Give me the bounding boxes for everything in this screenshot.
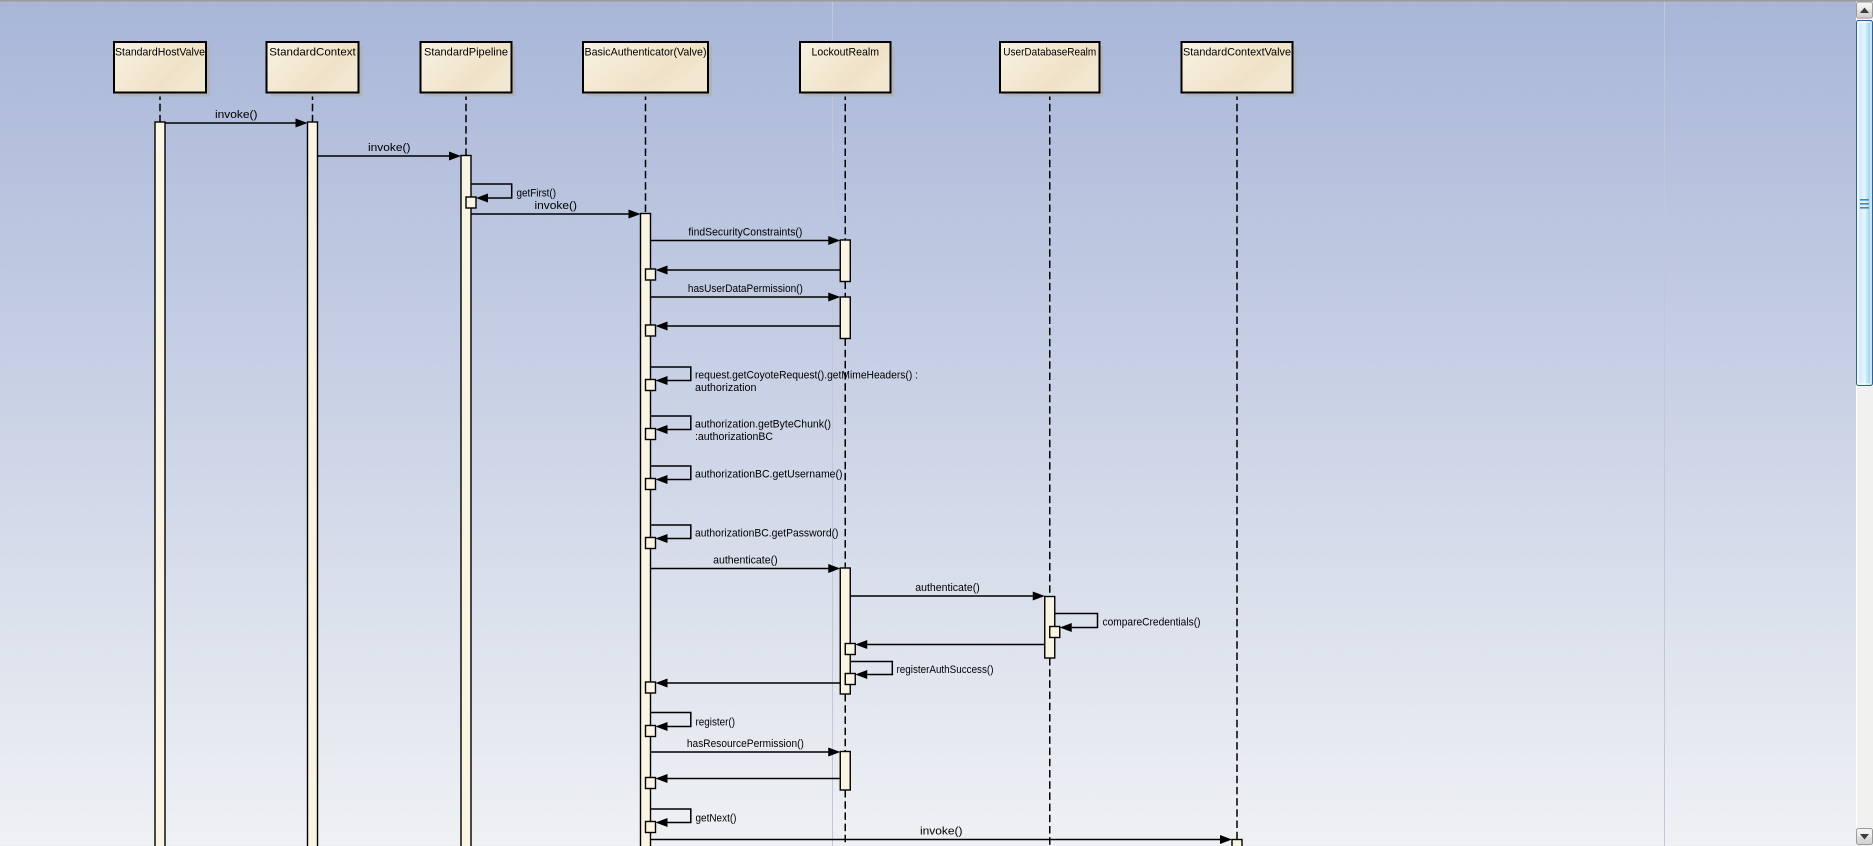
svg-text:BasicAuthenticator(Valve): BasicAuthenticator(Valve)	[585, 47, 707, 59]
svg-text:request.getCoyoteRequest().get: request.getCoyoteRequest().getMimeHeader…	[695, 370, 918, 382]
svg-text:invoke(): invoke()	[535, 200, 578, 212]
svg-text:authorization: authorization	[695, 382, 757, 394]
svg-text:invoke(): invoke()	[920, 826, 963, 838]
svg-text:UserDatabaseRealm: UserDatabaseRealm	[1003, 47, 1096, 59]
svg-text:StandardContextValve: StandardContextValve	[1183, 47, 1291, 59]
svg-text:compareCredentials(): compareCredentials()	[1103, 617, 1201, 629]
svg-text:invoke(): invoke()	[215, 109, 258, 121]
svg-text:invoke(): invoke()	[368, 142, 411, 154]
svg-text:LockoutRealm: LockoutRealm	[812, 47, 880, 59]
svg-text:hasUserDataPermission(): hasUserDataPermission()	[688, 283, 803, 295]
svg-text:register(): register()	[696, 717, 736, 729]
svg-text:getNext(): getNext()	[696, 813, 737, 825]
svg-text::authorizationBC: :authorizationBC	[695, 431, 773, 443]
svg-text:StandardHostValve: StandardHostValve	[115, 47, 205, 59]
svg-text:authorizationBC.getPassword(): authorizationBC.getPassword()	[695, 528, 839, 540]
svg-text:getFirst(): getFirst()	[517, 188, 557, 200]
svg-text:StandardPipeline: StandardPipeline	[424, 47, 508, 59]
svg-text:hasResourcePermission(): hasResourcePermission()	[687, 738, 804, 750]
svg-text:StandardContext: StandardContext	[269, 47, 356, 59]
svg-text:authorization.getByteChunk(): authorization.getByteChunk()	[695, 419, 831, 431]
svg-text:findSecurityConstraints(): findSecurityConstraints()	[688, 227, 802, 239]
svg-text:authorizationBC.getUsername(): authorizationBC.getUsername()	[695, 469, 843, 481]
svg-text:authenticate(): authenticate()	[915, 582, 980, 594]
svg-text:authenticate(): authenticate()	[713, 555, 778, 567]
svg-text:registerAuthSuccess(): registerAuthSuccess()	[897, 664, 994, 676]
